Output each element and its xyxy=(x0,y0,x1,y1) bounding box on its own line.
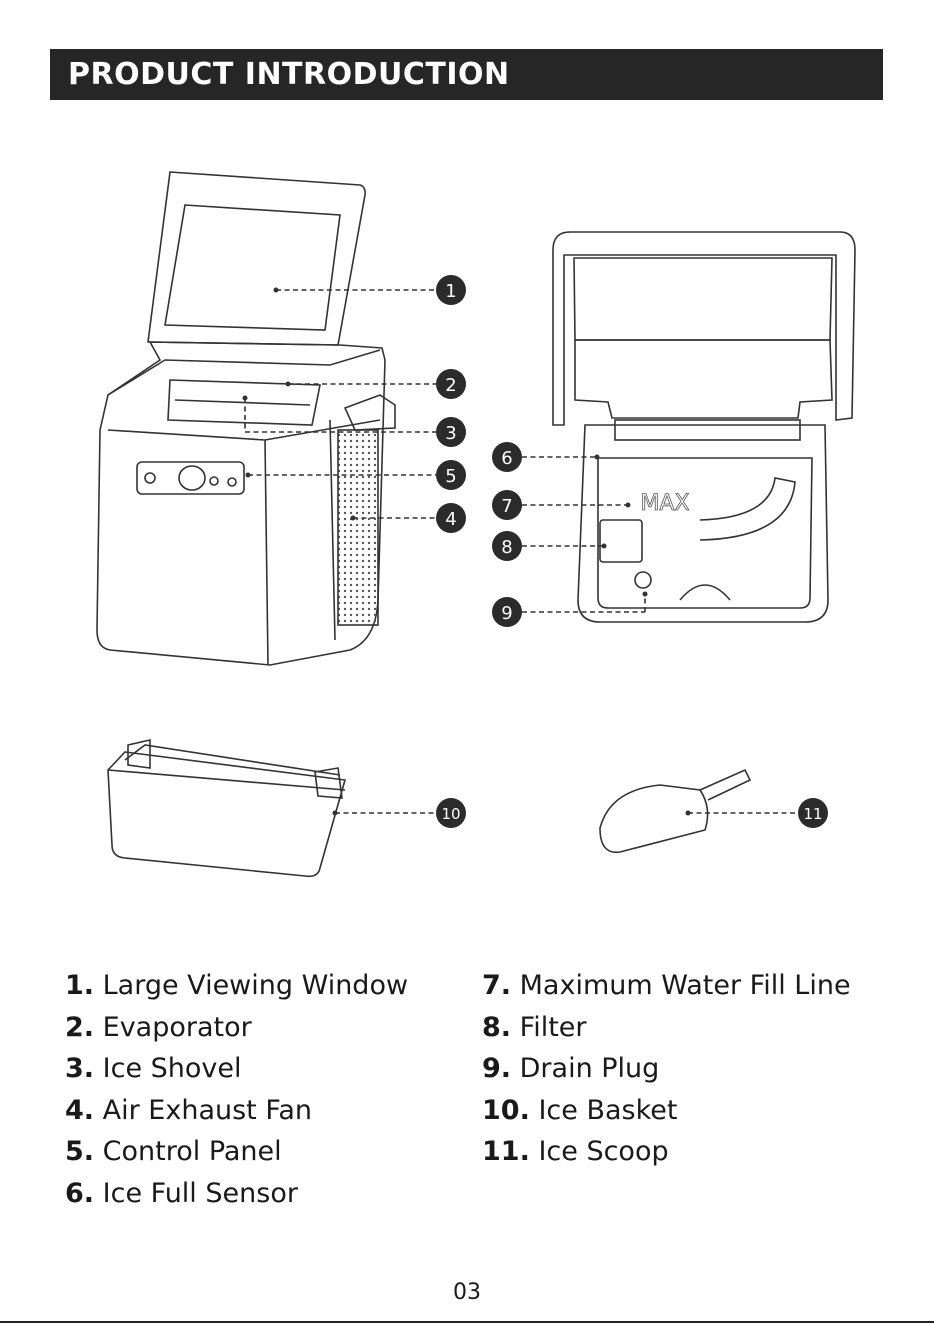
callout-7: 7 xyxy=(492,490,522,520)
svg-text:1: 1 xyxy=(445,281,456,302)
svg-text:11: 11 xyxy=(803,805,822,823)
svg-text:9: 9 xyxy=(501,603,512,624)
callout-1: 1 xyxy=(436,275,466,305)
legend-item: 6. Ice Full Sensor xyxy=(65,1173,408,1215)
legend-item: 3. Ice Shovel xyxy=(65,1048,408,1090)
legend-item: 11. Ice Scoop xyxy=(482,1131,851,1173)
svg-text:3: 3 xyxy=(445,423,456,444)
ice-basket-illustration xyxy=(108,740,345,876)
ice-maker-front-illustration xyxy=(97,172,395,665)
svg-text:5: 5 xyxy=(445,466,456,487)
legend-item: 2. Evaporator xyxy=(65,1007,408,1049)
svg-text:10: 10 xyxy=(441,805,460,823)
bottom-divider xyxy=(0,1321,934,1323)
max-fill-label: MAX xyxy=(640,491,689,516)
svg-text:8: 8 xyxy=(501,537,512,558)
legend-item: 8. Filter xyxy=(482,1007,851,1049)
ice-maker-interior-illustration xyxy=(553,232,855,622)
svg-text:6: 6 xyxy=(501,448,512,469)
ice-scoop-illustration xyxy=(600,770,750,852)
parts-legend-left: 1. Large Viewing Window 2. Evaporator 3.… xyxy=(65,965,408,1214)
svg-text:4: 4 xyxy=(445,509,456,530)
svg-text:2: 2 xyxy=(445,375,456,396)
legend-item: 1. Large Viewing Window xyxy=(65,965,408,1007)
parts-legend-right: 7. Maximum Water Fill Line 8. Filter 9. … xyxy=(482,965,851,1173)
legend-item: 4. Air Exhaust Fan xyxy=(65,1090,408,1132)
callout-4: 4 xyxy=(436,503,466,533)
callout-3: 3 xyxy=(436,417,466,447)
legend-item: 9. Drain Plug xyxy=(482,1048,851,1090)
page-number: 03 xyxy=(0,1280,934,1305)
callout-badges: 1 2 3 5 4 6 7 8 9 10 11 xyxy=(436,275,828,828)
callout-6: 6 xyxy=(492,442,522,472)
callout-11: 11 xyxy=(798,798,828,828)
callout-2: 2 xyxy=(436,369,466,399)
callout-5: 5 xyxy=(436,460,466,490)
svg-text:7: 7 xyxy=(501,496,512,517)
legend-item: 10. Ice Basket xyxy=(482,1090,851,1132)
callout-9: 9 xyxy=(492,597,522,627)
callout-10: 10 xyxy=(436,798,466,828)
legend-item: 5. Control Panel xyxy=(65,1131,408,1173)
callout-8: 8 xyxy=(492,531,522,561)
legend-item: 7. Maximum Water Fill Line xyxy=(482,965,851,1007)
